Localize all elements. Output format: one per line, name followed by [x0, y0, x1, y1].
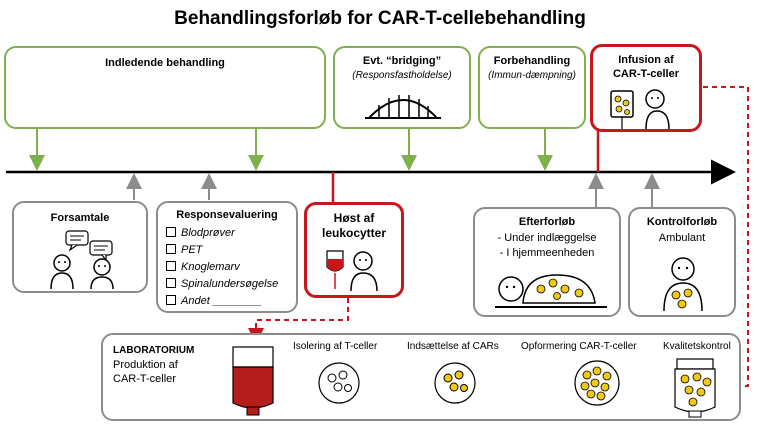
step-kontrolforlob-box: Kontrolforløb Ambulant: [628, 207, 736, 317]
step-efterforlob-item-1: - Under indlæggelse: [497, 232, 597, 244]
step-forsamtale-box: Forsamtale: [12, 201, 148, 293]
step-forsamtale-label: Forsamtale: [50, 212, 110, 224]
step-kontrolforlob-sub: Ambulant: [658, 232, 706, 244]
checklist-item-3: Knoglemarv: [166, 260, 240, 274]
checklist-item-5: Andet ________: [166, 294, 262, 308]
phase-indledende-label: Indledende behandling: [105, 57, 225, 69]
lab-box: LABORATORIUM Produktion af CAR-T-celler …: [101, 333, 741, 421]
checklist-item-label: Knoglemarv: [181, 261, 240, 273]
checkbox-icon: [166, 278, 176, 288]
step-responsevaluering-label: Responsevaluering: [176, 209, 278, 221]
step-efterforlob-box: Efterforløb - Under indlæggelse - I hjem…: [473, 207, 621, 317]
blood-bag-person-icon: [326, 250, 378, 292]
phase-forbehandling-label: Forbehandling: [493, 55, 571, 67]
checkbox-icon: [166, 295, 176, 305]
phase-indledende-box: Indledende behandling: [4, 46, 326, 129]
phase-forbehandling-sub: (Immun-dæmpning): [488, 70, 576, 81]
outpatient-person-icon: [663, 257, 703, 312]
checklist-item-label: PET: [181, 244, 203, 256]
lab-line2: CAR-T-celler: [113, 373, 176, 385]
step-host-box: Høst af leukocytter: [304, 202, 404, 298]
lab-title: LABORATORIUM: [113, 345, 195, 356]
checklist-item-label: Blodprøver: [181, 227, 235, 239]
step-efterforlob-item-2: - I hjemmeenheden: [499, 247, 595, 259]
lab-stage-3: Opformering CAR-T-celler: [521, 341, 637, 352]
checklist-item-4: Spinalundersøgelse: [166, 277, 278, 291]
step-responsevaluering-box: Responsevaluering Blodprøver PET Knoglem…: [156, 201, 298, 313]
step-efterforlob-label: Efterforløb: [518, 216, 576, 228]
t-cell-dish-icon: [318, 362, 360, 404]
bridge-icon: [365, 95, 441, 119]
checklist-item-label: Spinalundersøgelse: [181, 278, 279, 290]
red-dashed-to-infusion: [668, 79, 749, 387]
step-kontrolforlob-label: Kontrolforløb: [646, 216, 718, 228]
red-dashed-to-lab: [248, 298, 349, 344]
phase-bridging-label: Evt. “bridging”: [362, 55, 442, 67]
step-host-line1: Høst af: [333, 211, 375, 225]
phase-infusion-line1: Infusion af: [618, 54, 674, 66]
checklist-item-1: Blodprøver: [166, 226, 235, 240]
phase-bridging-sub: (Responsfastholdelse): [352, 70, 452, 81]
quality-control-bag-icon: [674, 358, 716, 418]
checklist-item-2: PET: [166, 243, 202, 257]
phase-infusion-box: Infusion af CAR-T-celler: [590, 44, 702, 132]
checkbox-icon: [166, 261, 176, 271]
blood-tube-icon: [232, 346, 274, 416]
lab-stage-2: Indsættelse af CARs: [407, 341, 499, 352]
car-insertion-dish-icon: [434, 362, 476, 404]
lab-stage-4: Kvalitetskontrol: [663, 341, 731, 352]
step-host-line2: leukocytter: [321, 226, 387, 240]
diagram-title: Behandlingsforløb for CAR-T-cellebehandl…: [174, 8, 586, 29]
infusion-person-icon: [610, 89, 670, 130]
lab-line1: Produktion af: [113, 359, 178, 371]
lying-patient-icon: [495, 274, 607, 308]
checklist-item-label: Andet ________: [181, 295, 262, 307]
phase-forbehandling-box: Forbehandling (Immun-dæmpning): [478, 46, 586, 129]
checkbox-icon: [166, 244, 176, 254]
expansion-dish-icon: [574, 360, 620, 406]
checkbox-icon: [166, 227, 176, 237]
phase-infusion-line2: CAR-T-celler: [612, 68, 680, 80]
phase-bridging-box: Evt. “bridging” (Responsfastholdelse): [333, 46, 471, 129]
conversation-icon: [50, 230, 114, 290]
lab-stage-1: Isolering af T-celler: [293, 341, 378, 352]
